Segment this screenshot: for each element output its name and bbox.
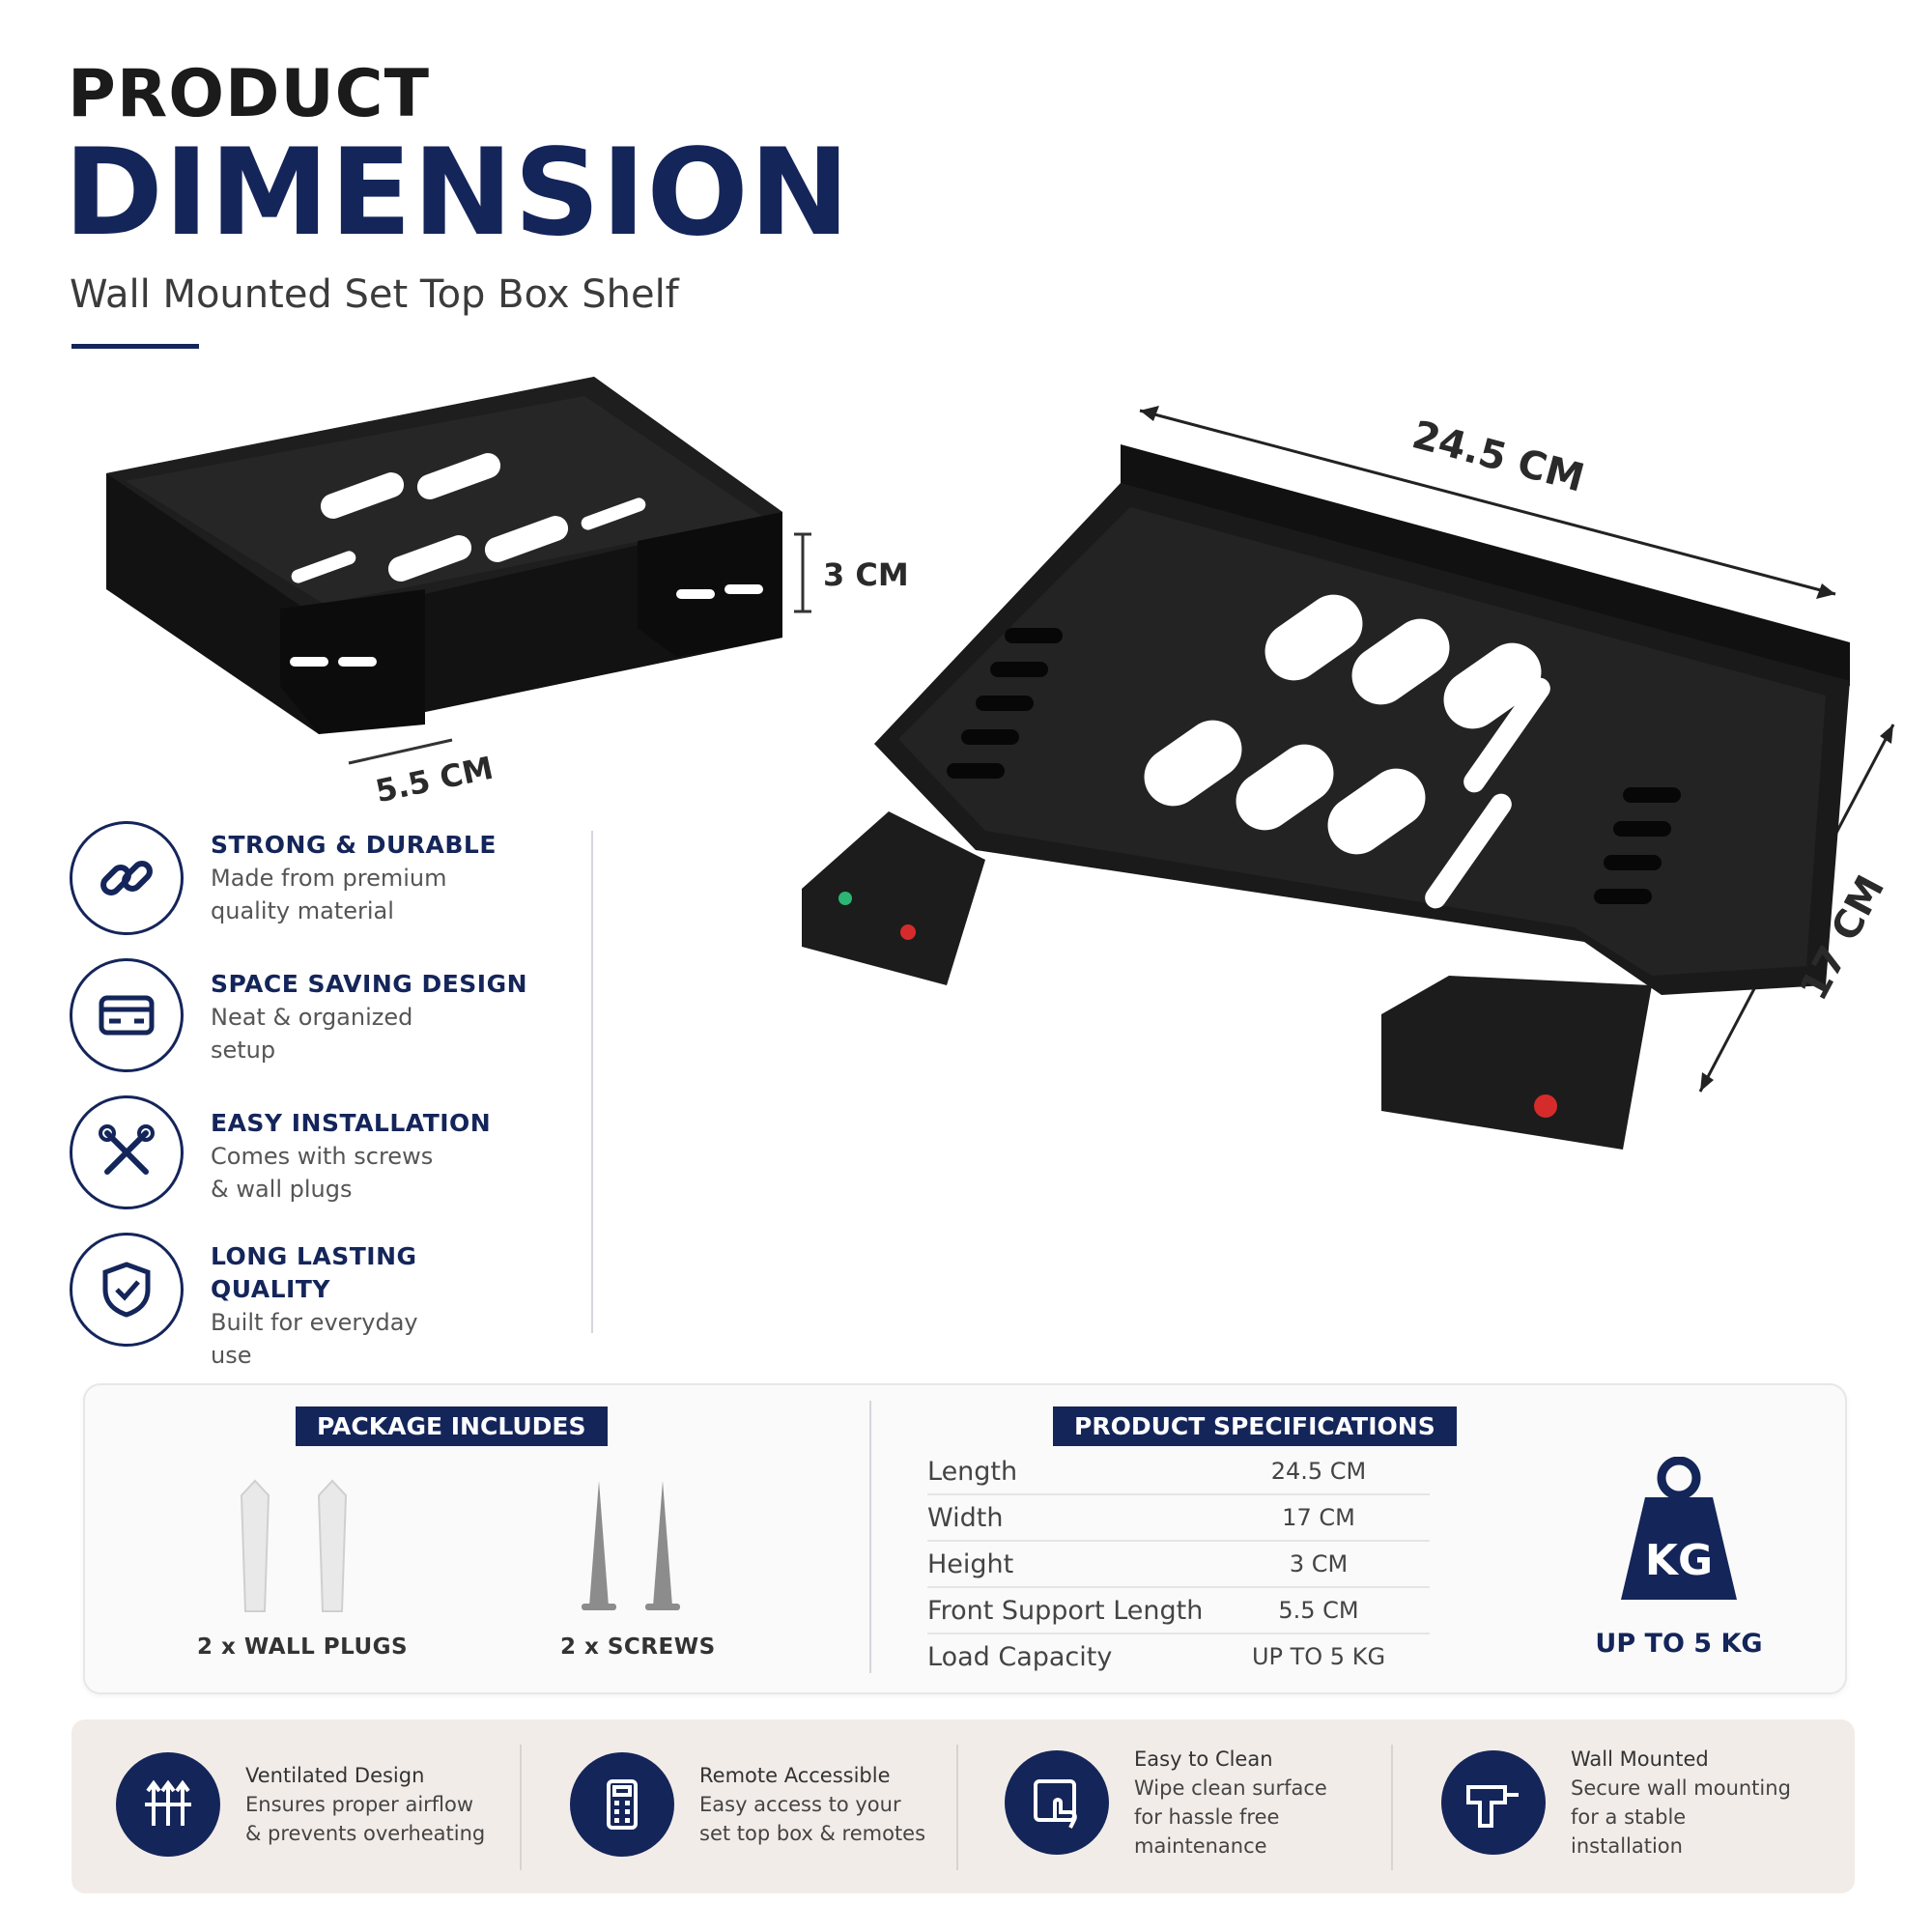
feature-desc: use [211, 1342, 252, 1369]
remote-icon [570, 1752, 674, 1857]
bottom-feature-desc: for hassle free [1134, 1805, 1280, 1829]
tools-icon [70, 1095, 184, 1209]
bottom-divider [956, 1745, 958, 1870]
drill-icon [1441, 1750, 1546, 1855]
shelf-main-view-image [802, 406, 1895, 1150]
bottom-feature-item: Ventilated Design Ensures proper airflow… [116, 1752, 485, 1857]
spec-name: Width [927, 1502, 1004, 1533]
weight-icon [1621, 1457, 1737, 1600]
specs-heading-label: PRODUCT SPECIFICATIONS [1053, 1406, 1457, 1446]
package-includes-heading: PACKAGE INCLUDES [296, 1406, 608, 1446]
spec-name: Length [927, 1456, 1018, 1487]
height-dimension-label: 3 CM [823, 556, 909, 593]
bottom-feature-title: Ventilated Design [245, 1764, 425, 1787]
page-title: DIMENSION [64, 124, 851, 263]
bottom-feature-desc: Ensures proper airflow [245, 1793, 474, 1816]
panel-divider [869, 1401, 871, 1673]
feature-desc: quality material [211, 897, 394, 924]
feature-title: QUALITY [211, 1275, 331, 1303]
table-row: Length 24.5 CM [927, 1449, 1430, 1495]
feature-title: SPACE SAVING DESIGN [211, 970, 528, 998]
spec-name: Load Capacity [927, 1641, 1113, 1672]
table-row: Front Support Length 5.5 CM [927, 1588, 1430, 1634]
screws-image [582, 1481, 680, 1610]
feature-item: EASY INSTALLATION Comes with screws & wa… [70, 1095, 491, 1209]
feature-item: SPACE SAVING DESIGN Neat & organized set… [70, 958, 527, 1072]
spec-name: Height [927, 1548, 1014, 1579]
wall-plugs-label: 2 x WALL PLUGS [197, 1634, 409, 1660]
card-icon [70, 958, 184, 1072]
bottom-feature-title: Easy to Clean [1134, 1747, 1273, 1771]
bottom-divider [520, 1745, 522, 1870]
title-underline [71, 344, 199, 349]
feature-desc: Built for everyday [211, 1309, 418, 1336]
feature-title: EASY INSTALLATION [211, 1109, 492, 1137]
bottom-divider [1391, 1745, 1393, 1870]
weight-icon-text: KG [1644, 1536, 1714, 1585]
bottom-feature-title: Wall Mounted [1571, 1747, 1709, 1771]
feature-desc: Neat & organized [211, 1004, 413, 1031]
airflow-icon [116, 1752, 220, 1857]
table-row: Width 17 CM [927, 1495, 1430, 1542]
shield-check-icon [70, 1233, 184, 1347]
clean-icon [1005, 1750, 1109, 1855]
table-row: Height 3 CM [927, 1542, 1430, 1588]
table-row: Load Capacity UP TO 5 KG [927, 1634, 1430, 1679]
feature-item: STRONG & DURABLE Made from premium quali… [70, 821, 497, 935]
spec-value: UP TO 5 KG [1251, 1643, 1386, 1670]
bottom-feature-desc: for a stable [1571, 1805, 1687, 1829]
link-icon [70, 821, 184, 935]
features-divider [591, 831, 593, 1333]
shelf-front-view-image [106, 377, 782, 734]
spec-value: 3 CM [1289, 1550, 1349, 1577]
bottom-feature-item: Remote Accessible Easy access to your se… [570, 1752, 925, 1857]
spec-value: 24.5 CM [1270, 1458, 1367, 1485]
bottom-feature-desc: set top box & remotes [699, 1822, 926, 1845]
bottom-feature-desc: & prevents overheating [245, 1822, 486, 1845]
spec-value: 17 CM [1282, 1504, 1355, 1531]
feature-desc: Made from premium [211, 865, 447, 892]
page-subtitle: Wall Mounted Set Top Box Shelf [70, 272, 679, 317]
feature-title: LONG LASTING [211, 1242, 417, 1270]
bottom-feature-desc: Easy access to your [699, 1793, 901, 1816]
bottom-feature-desc: Wipe clean surface [1134, 1776, 1327, 1800]
bottom-feature-desc: Secure wall mounting [1571, 1776, 1791, 1800]
feature-title: STRONG & DURABLE [211, 831, 497, 859]
bottom-feature-bar [71, 1719, 1855, 1893]
bottom-feature-item: Wall Mounted Secure wall mounting for a … [1441, 1745, 1791, 1861]
bottom-feature-desc: maintenance [1134, 1834, 1267, 1858]
feature-desc: setup [211, 1037, 276, 1064]
front-support-dimension-arrow [348, 738, 453, 765]
specs-table: Length 24.5 CM Width 17 CM Height 3 CM Fron… [927, 1449, 1430, 1679]
package-heading-label: PACKAGE INCLUDES [296, 1406, 608, 1446]
height-dimension-arrow [794, 532, 811, 613]
feature-item: LONG LASTING QUALITY Built for everyday … [70, 1233, 418, 1372]
screws-label: 2 x SCREWS [560, 1634, 716, 1660]
feature-desc: Comes with screws [211, 1143, 434, 1170]
feature-desc: & wall plugs [211, 1176, 353, 1203]
spec-name: Front Support Length [927, 1595, 1204, 1626]
bottom-feature-item: Easy to Clean Wipe clean surface for has… [1005, 1745, 1327, 1861]
load-capacity-label: UP TO 5 KG [1595, 1629, 1763, 1659]
spec-value: 5.5 CM [1278, 1597, 1359, 1624]
product-specifications-heading: PRODUCT SPECIFICATIONS [1053, 1406, 1457, 1446]
bottom-feature-title: Remote Accessible [699, 1764, 891, 1787]
wall-plugs-image [240, 1479, 348, 1612]
title-line-1: PRODUCT [68, 56, 430, 132]
bottom-feature-desc: installation [1571, 1834, 1683, 1858]
